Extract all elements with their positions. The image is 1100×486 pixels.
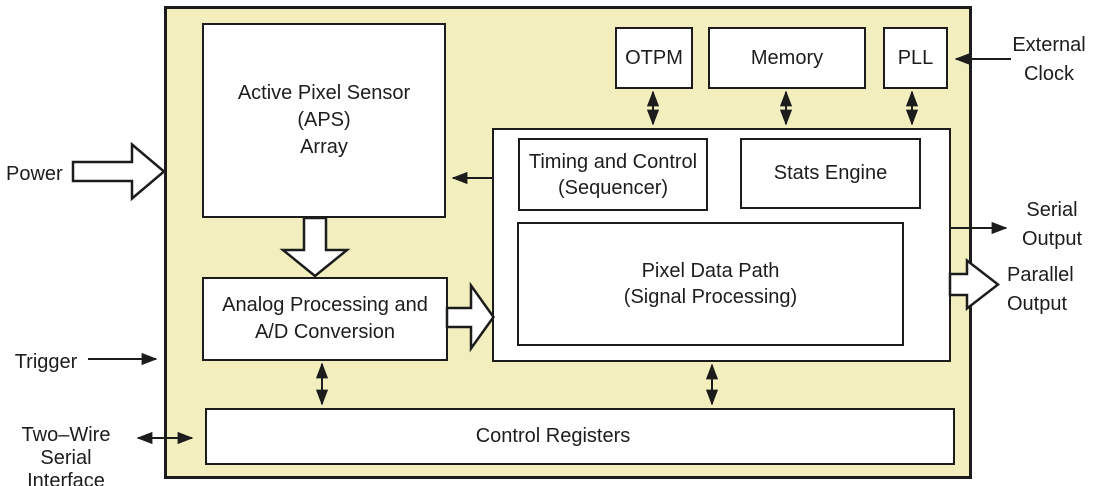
- label-parallel-output-line2: Output: [1007, 293, 1068, 315]
- block-stats-engine: Stats Engine: [740, 138, 921, 209]
- label-two-wire-line2: Serial Interface: [27, 447, 105, 486]
- block-aps-array: Active Pixel Sensor (APS) Array: [202, 23, 446, 218]
- block-aps-label-line3: Array: [300, 136, 348, 158]
- block-pll-label: PLL: [897, 46, 934, 69]
- block-otpm: OTPM: [615, 27, 693, 89]
- block-aps-label-line1: Active Pixel Sensor: [237, 82, 411, 104]
- block-control-registers: Control Registers: [205, 408, 955, 465]
- block-analog-label-line1: Analog Processing and: [222, 294, 428, 316]
- block-pll: PLL: [883, 27, 948, 89]
- block-timing-label-line1: Timing and Control: [528, 150, 698, 173]
- label-external-clock-line1: External: [1012, 34, 1086, 56]
- power-input-arrow: [71, 141, 166, 202]
- block-aps-label-line2: (APS): [297, 109, 351, 131]
- block-memory: Memory: [708, 27, 866, 89]
- label-trigger: Trigger: [14, 351, 78, 373]
- label-serial-output: Serial Output: [1002, 196, 1100, 254]
- label-serial-output-line2: Output: [1021, 228, 1083, 250]
- label-serial-output-line1: Serial: [1026, 199, 1078, 221]
- block-control-registers-label: Control Registers: [475, 425, 631, 447]
- label-two-wire-serial-interface: Two–Wire Serial Interface: [0, 424, 132, 486]
- label-power: Power: [6, 163, 63, 185]
- block-pixel-data-path: Pixel Data Path (Signal Processing): [517, 222, 904, 346]
- label-external-clock: External Clock: [999, 31, 1099, 89]
- label-external-clock-line2: Clock: [1023, 63, 1074, 85]
- label-parallel-output: Parallel Output: [1007, 261, 1100, 319]
- block-memory-label: Memory: [750, 46, 824, 69]
- block-pdp-label-line1: Pixel Data Path: [641, 260, 780, 282]
- block-analog-label-line2: A/D Conversion: [254, 321, 396, 343]
- label-parallel-output-line1: Parallel: [1007, 264, 1074, 286]
- block-otpm-label: OTPM: [625, 46, 683, 69]
- block-timing-label-line2: (Sequencer): [557, 176, 669, 199]
- block-analog-processing: Analog Processing and A/D Conversion: [202, 277, 448, 361]
- label-two-wire-line1: Two–Wire: [21, 424, 111, 446]
- block-stats-label: Stats Engine: [773, 162, 888, 184]
- block-timing-control: Timing and Control (Sequencer): [518, 138, 708, 211]
- block-pdp-label-line2: (Signal Processing): [623, 286, 798, 308]
